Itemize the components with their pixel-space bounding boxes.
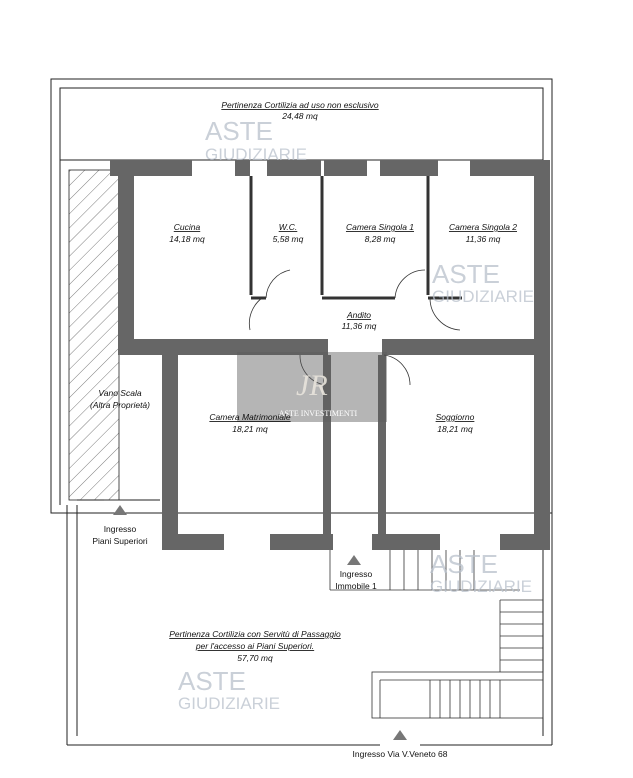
label-entrance-street: Ingresso Via V.Veneto 68 (353, 749, 448, 759)
label-courtyard-top: Pertinenza Cortilizia ad uso non esclusi… (221, 100, 379, 121)
door-swings (104, 269, 461, 501)
svg-text:GIUDIZIARIE: GIUDIZIARIE (432, 287, 534, 306)
svg-text:GIUDIZIARIE: GIUDIZIARIE (178, 694, 280, 713)
entry-steps (329, 550, 520, 591)
watermark-bottom-right: ASTE GIUDIZIARIE (430, 549, 532, 596)
svg-text:Soggiorno: Soggiorno (436, 412, 475, 422)
label-entrance-upper: Ingresso Piani Superiori (92, 524, 147, 546)
svg-text:Camera Singola 1: Camera Singola 1 (346, 222, 414, 232)
label-courtyard-bottom: Pertinenza Cortilizia con Servitù di Pas… (169, 629, 341, 663)
svg-text:ASTE: ASTE (432, 259, 500, 289)
triangle-icon (347, 555, 361, 565)
label-single1: Camera Singola 1 8,28 mq (346, 222, 414, 244)
svg-text:11,36 mq: 11,36 mq (466, 234, 501, 244)
svg-text:(Altra Proprietà): (Altra Proprietà) (90, 400, 150, 410)
stair-area (68, 169, 120, 501)
svg-text:8,28 mq: 8,28 mq (365, 234, 396, 244)
entrance-markers (113, 505, 407, 740)
watermark-top: ASTE GIUDIZIARIE (205, 116, 307, 164)
label-hall: Andito 11,36 mq (342, 310, 377, 331)
svg-text:ASTE: ASTE (430, 549, 498, 579)
svg-text:18,21 mq: 18,21 mq (437, 424, 473, 434)
watermark-right: ASTE GIUDIZIARIE (432, 259, 534, 306)
svg-text:14,18 mq: 14,18 mq (169, 234, 205, 244)
center-logo: JR ASTE INVESTIMENTI (237, 352, 387, 422)
label-kitchen: Cucina 14,18 mq (169, 222, 205, 244)
svg-text:ASTE: ASTE (178, 666, 246, 696)
label-stair: Vano Scala (Altra Proprietà) (90, 388, 150, 410)
svg-text:57,70 mq: 57,70 mq (237, 653, 273, 663)
svg-text:Vano Scala: Vano Scala (98, 388, 141, 398)
svg-text:Pertinenza Cortilizia con Serv: Pertinenza Cortilizia con Servitù di Pas… (169, 629, 341, 639)
svg-text:ASTE INVESTIMENTI: ASTE INVESTIMENTI (279, 409, 358, 418)
label-master: Camera Matrimoniale 18,21 mq (209, 412, 291, 434)
svg-text:Piani Superiori: Piani Superiori (92, 536, 147, 546)
label-wc: W.C. 5,58 mq (273, 222, 304, 244)
svg-text:24,48 mq: 24,48 mq (281, 111, 318, 121)
partitions (249, 176, 462, 300)
walls (110, 160, 550, 550)
triangle-icon (113, 505, 127, 515)
lower-stairs (371, 599, 544, 719)
svg-text:Camera Singola 2: Camera Singola 2 (449, 222, 517, 232)
property-outline (50, 78, 553, 746)
svg-text:Ingresso: Ingresso (340, 569, 373, 579)
svg-text:Pertinenza Cortilizia ad uso n: Pertinenza Cortilizia ad uso non esclusi… (221, 100, 379, 110)
triangle-icon (393, 730, 407, 740)
svg-text:Immobile 1: Immobile 1 (335, 581, 377, 591)
label-single2: Camera Singola 2 11,36 mq (449, 222, 517, 244)
svg-text:Ingresso Via V.Veneto 68: Ingresso Via V.Veneto 68 (353, 749, 448, 759)
svg-text:Andito: Andito (346, 310, 371, 320)
svg-text:5,58 mq: 5,58 mq (273, 234, 304, 244)
svg-text:ASTE: ASTE (205, 116, 273, 146)
svg-text:per l'accesso ai Piani Superio: per l'accesso ai Piani Superiori. (195, 641, 314, 651)
svg-text:GIUDIZIARIE: GIUDIZIARIE (205, 145, 307, 164)
svg-text:18,21 mq: 18,21 mq (232, 424, 268, 434)
svg-text:GIUDIZIARIE: GIUDIZIARIE (430, 577, 532, 596)
svg-text:Ingresso: Ingresso (104, 524, 137, 534)
svg-text:JR: JR (296, 369, 328, 402)
label-living: Soggiorno 18,21 mq (436, 412, 475, 434)
svg-text:W.C.: W.C. (279, 222, 298, 232)
svg-text:11,36 mq: 11,36 mq (342, 321, 377, 331)
svg-text:Camera Matrimoniale: Camera Matrimoniale (209, 412, 291, 422)
watermark-bottom-left: ASTE GIUDIZIARIE (178, 666, 280, 713)
svg-text:Cucina: Cucina (174, 222, 201, 232)
label-entrance-unit: Ingresso Immobile 1 (335, 569, 377, 591)
